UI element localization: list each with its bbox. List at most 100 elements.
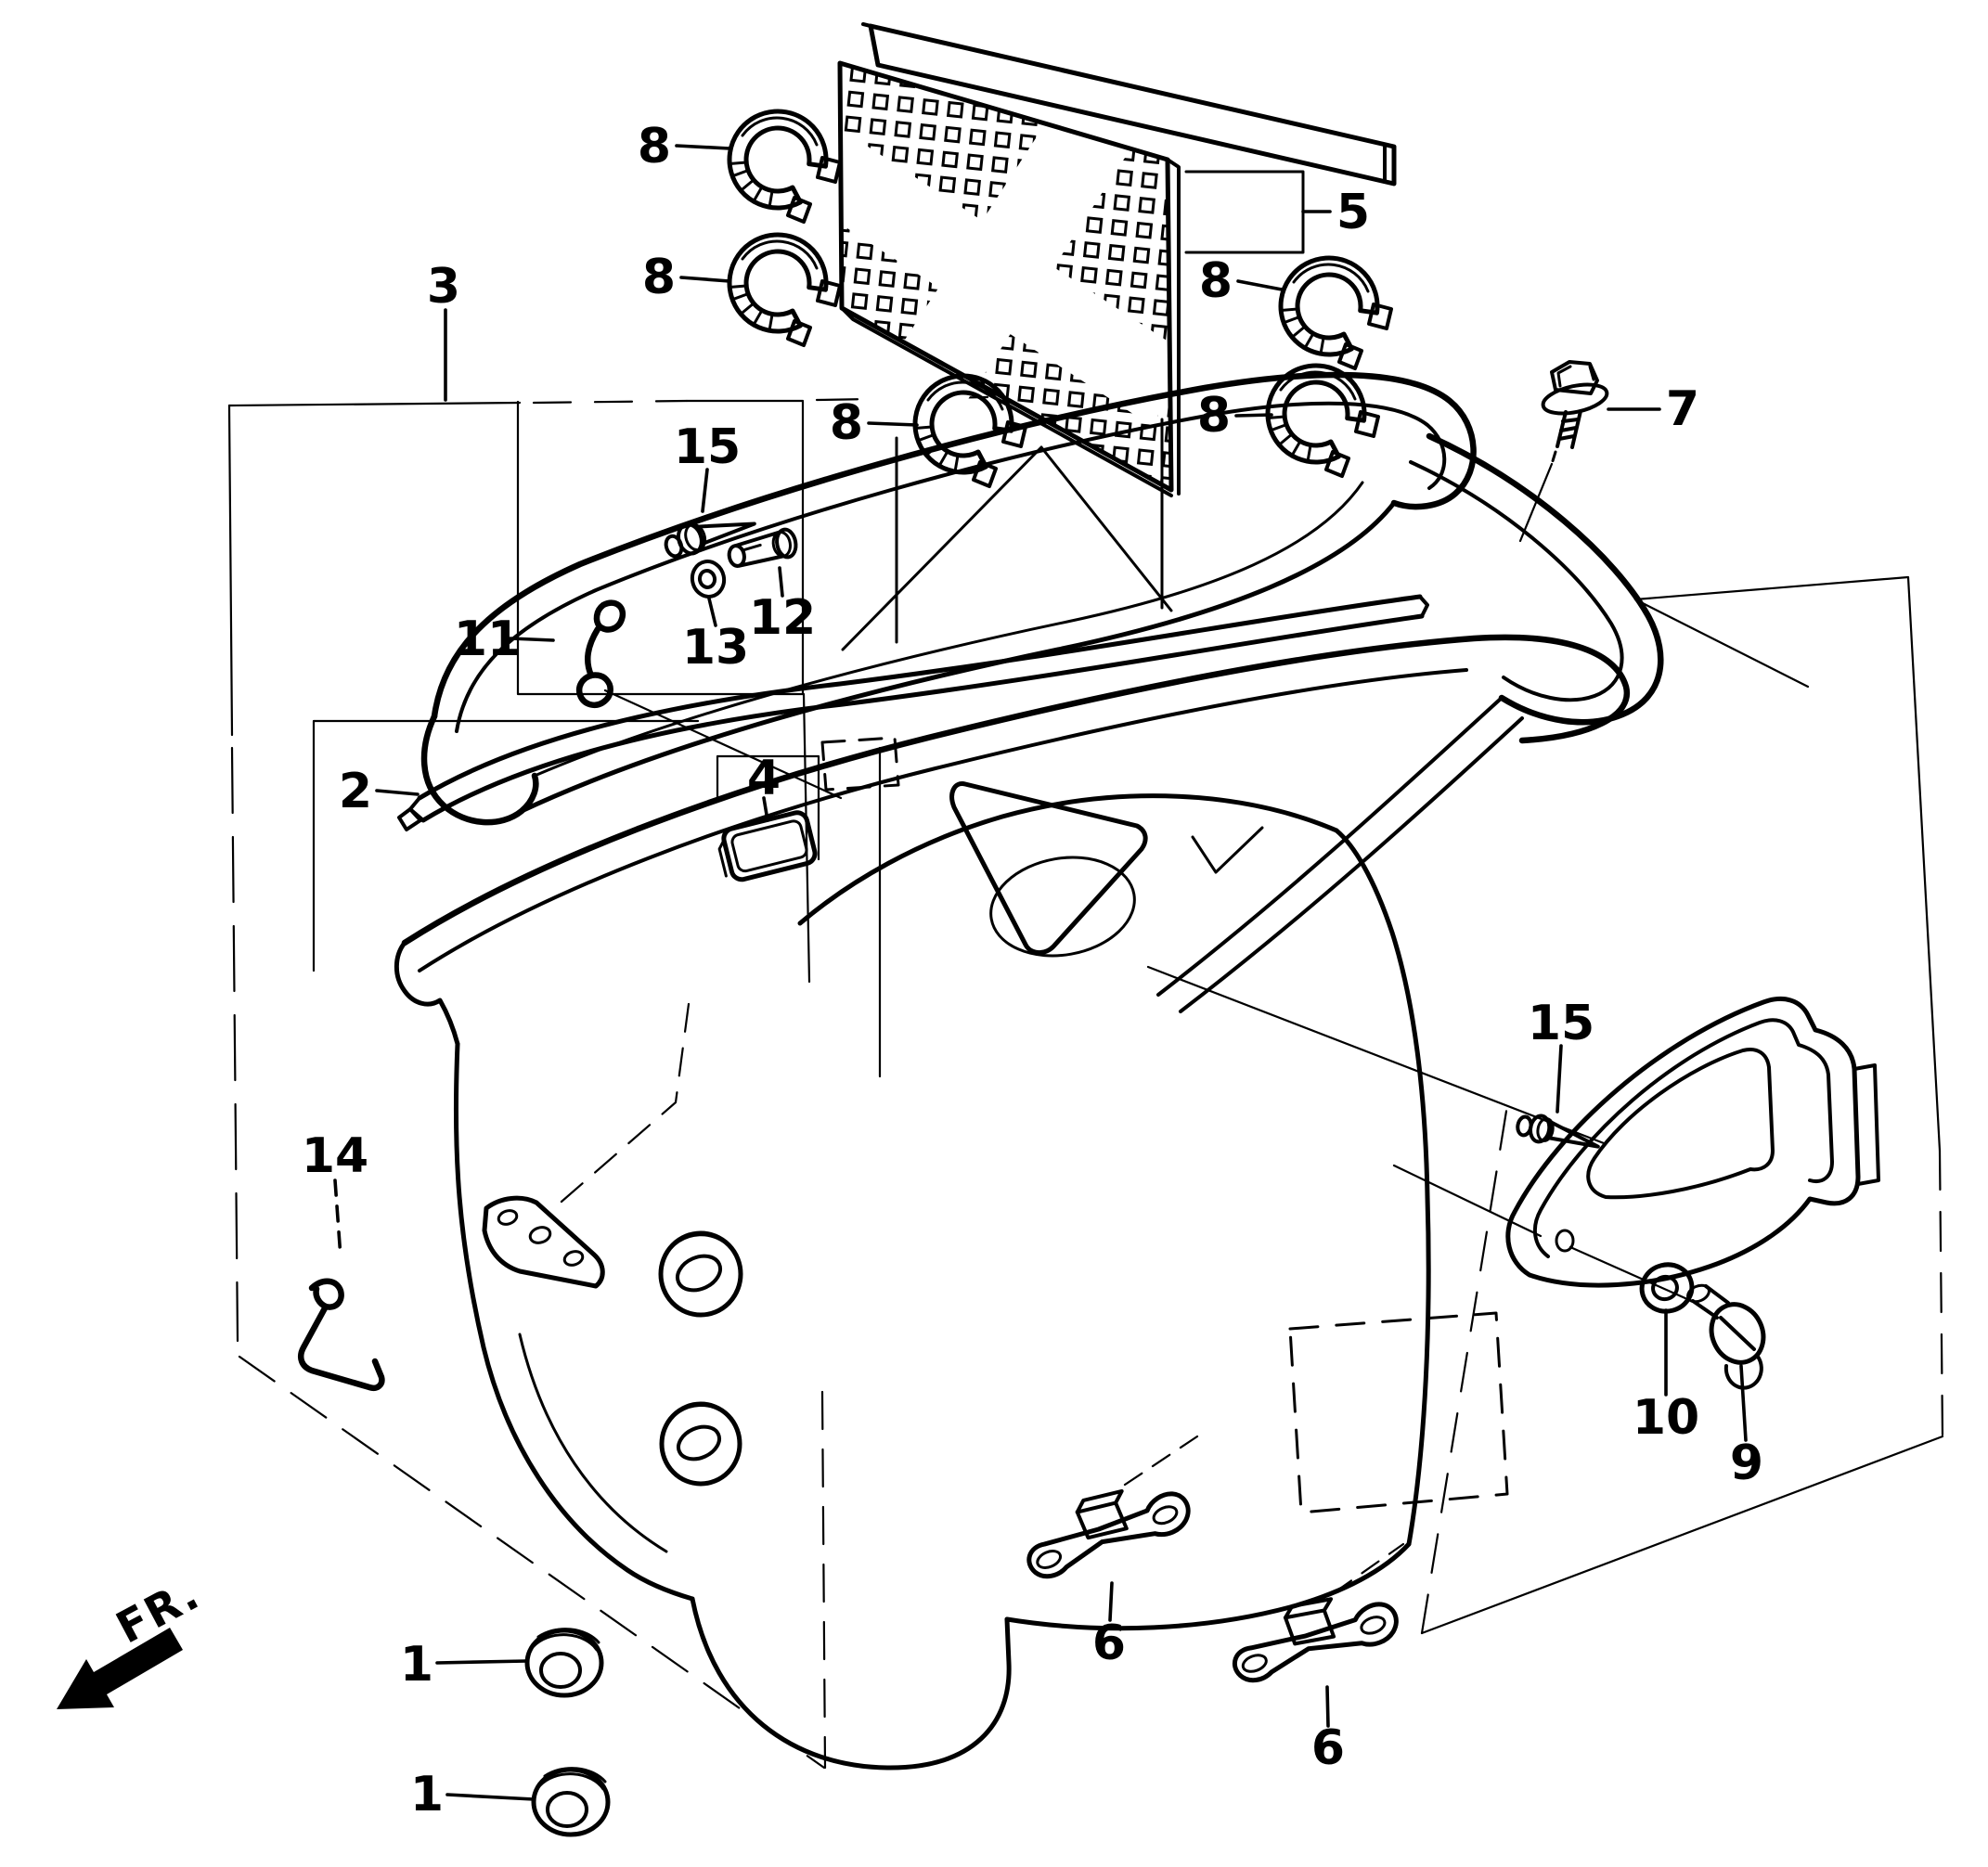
right-boundary-dashed xyxy=(1938,1149,1944,1438)
callout-12-leader xyxy=(778,566,784,598)
clip-11 xyxy=(575,599,626,708)
rail-lower-inner xyxy=(533,481,1364,778)
box-grommet-lower xyxy=(659,1401,742,1487)
box-side-dashed-rect xyxy=(1288,1311,1509,1514)
callout-8d-leader xyxy=(1234,413,1273,418)
box-mount-plate xyxy=(482,1195,605,1289)
bracket-6-b-sightline xyxy=(1333,1542,1405,1594)
detail-box-lines xyxy=(516,400,805,696)
callout-2-leader xyxy=(375,789,420,796)
rail-left-hook xyxy=(420,713,539,826)
boundary-top-solid xyxy=(227,401,522,407)
bolt-threads xyxy=(1556,409,1582,449)
callout-6b-leader xyxy=(1325,1685,1330,1728)
rail-inner-tube xyxy=(455,401,1447,733)
box-lip-outer xyxy=(401,634,1631,946)
box-lip-inner xyxy=(418,668,1468,972)
plug-1-a xyxy=(527,1629,601,1695)
bolt-head xyxy=(1550,360,1599,395)
rail-lower-edge xyxy=(519,500,1397,814)
callout-13-leader xyxy=(707,597,717,627)
seat-rail-frame xyxy=(420,371,1664,1013)
sightline-to-plate-dashed xyxy=(546,1002,691,1216)
spring-clip-14 xyxy=(298,1278,385,1391)
sightline-cover-upper xyxy=(1146,965,1606,1145)
side-cover-screw-hole xyxy=(1555,1229,1575,1253)
callout-8-c: 8 xyxy=(1199,253,1233,309)
boundary-diagonal-dashed xyxy=(238,1355,826,1770)
bracket-6-a-sightline xyxy=(1123,1435,1199,1487)
rail-outer-tube xyxy=(431,371,1477,720)
callout-leaders xyxy=(333,144,1748,1801)
box-right-edge xyxy=(1334,828,1431,1547)
boundary-vertical-dashed xyxy=(820,1390,827,1770)
callout-8-a: 8 xyxy=(638,119,671,174)
box-lip-left-end xyxy=(394,940,460,1047)
screw-9 xyxy=(1686,1283,1766,1390)
callout-11-leader xyxy=(509,637,555,642)
callout-6a-leader xyxy=(1108,1581,1114,1622)
right-boundary-solid xyxy=(1633,575,1942,1152)
bolt-flange xyxy=(1541,382,1609,416)
box-seat-pan-oval xyxy=(989,856,1136,958)
rail-rear-loop-outer xyxy=(1426,432,1664,726)
callout-10: 10 xyxy=(1633,1390,1699,1446)
box-front-inner-line xyxy=(518,1333,668,1553)
rail-small-strut xyxy=(1191,826,1264,874)
callout-9: 9 xyxy=(1730,1436,1763,1491)
sightline-screw xyxy=(1568,1245,1689,1301)
side-cover-inner-line xyxy=(1532,1018,1834,1258)
callout-labels: 3 8 8 8 8 8 5 7 15 12 13 11 2 4 14 1 1 6… xyxy=(302,119,1763,1822)
callout-15b-leader xyxy=(1556,1044,1563,1114)
callout-8a-leader xyxy=(675,144,731,150)
boundary-left-solid xyxy=(227,404,234,737)
detail-box-4 xyxy=(716,754,820,861)
mat-outline xyxy=(837,60,1174,493)
mat-edge-thickness xyxy=(840,158,1181,497)
callout-8b-leader xyxy=(679,276,731,283)
callout-9-leader xyxy=(1739,1364,1748,1442)
detail-box-extension xyxy=(802,692,811,984)
callout-8-d: 8 xyxy=(1197,388,1231,444)
callout-15a-leader xyxy=(701,468,709,513)
callout-4: 4 xyxy=(747,751,781,806)
washer-13 xyxy=(690,560,727,599)
side-cover xyxy=(1505,997,1880,1390)
pad-4 xyxy=(717,810,818,882)
callout-1b-leader xyxy=(445,1793,536,1801)
callout-8e-leader xyxy=(867,421,919,427)
washer-10 xyxy=(1639,1262,1695,1314)
callout-5: 5 xyxy=(1336,185,1370,240)
right-boundary-bottom xyxy=(1420,1435,1944,1635)
right-boundary-left-dashed xyxy=(1420,1098,1510,1635)
pivot-pin-12 xyxy=(727,527,798,568)
callout-1-a: 1 xyxy=(400,1637,433,1693)
fr-arrow-icon xyxy=(57,1628,183,1709)
bracket-6-a xyxy=(1015,1463,1195,1588)
luggage-box-body xyxy=(394,634,1631,1770)
box-front-dashed-rect xyxy=(820,736,900,792)
boundary-left-dashed xyxy=(230,746,239,1343)
push-rivet-15-right xyxy=(1516,1114,1600,1149)
mat-hatch-voids xyxy=(800,67,1195,481)
clamp-8-b xyxy=(729,235,840,345)
detail-box-2-lines xyxy=(312,719,700,972)
callout-12: 12 xyxy=(749,590,816,646)
clamp-8-d xyxy=(1268,366,1378,476)
trim-strip-2 xyxy=(397,594,1429,831)
callout-8-b: 8 xyxy=(642,250,676,305)
callout-6-a: 6 xyxy=(1092,1616,1126,1671)
box-side-opening xyxy=(949,781,1148,955)
callout-4-leader xyxy=(762,796,769,822)
callout-3: 3 xyxy=(427,259,460,315)
callout-5-bracket xyxy=(1184,170,1305,254)
box-front-left-edge xyxy=(453,1041,695,1602)
detail-box-2 xyxy=(312,719,700,972)
callout-11: 11 xyxy=(454,612,521,667)
boundary-top-dashed xyxy=(532,399,689,405)
callout-13: 13 xyxy=(682,620,749,676)
rail-stay-bar xyxy=(1156,696,1524,1013)
mat-panel-5 xyxy=(800,22,1397,497)
mat-strip-endcaps xyxy=(861,22,1387,184)
